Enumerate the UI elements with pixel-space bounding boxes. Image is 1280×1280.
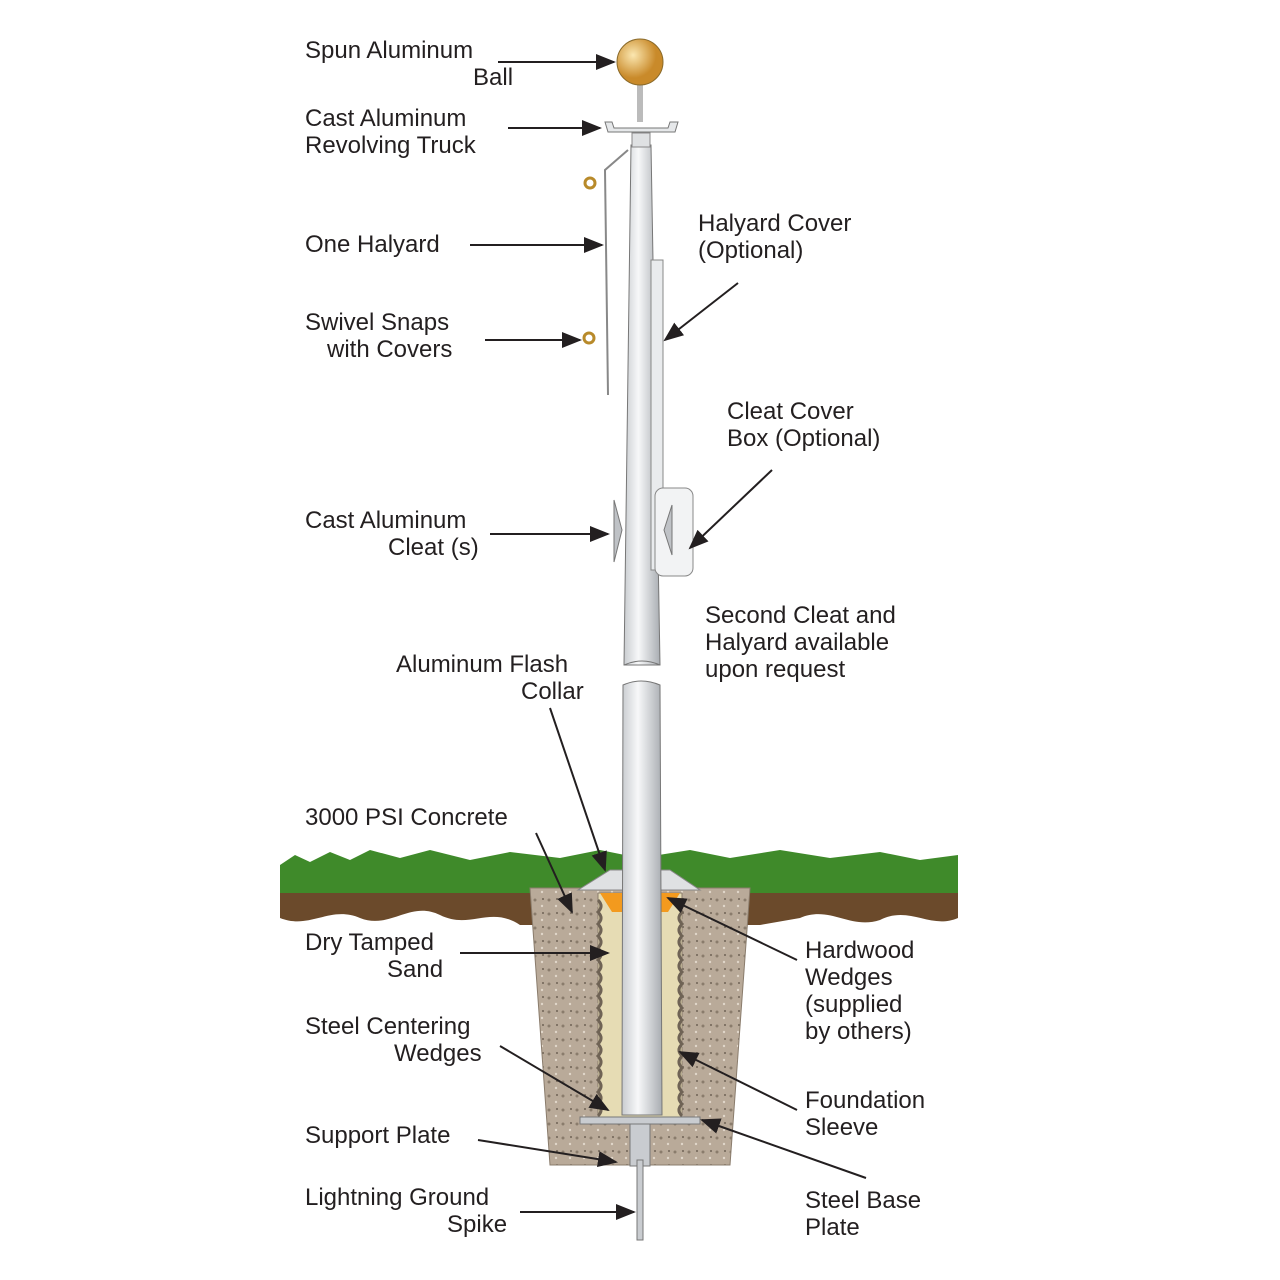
truck xyxy=(604,121,679,133)
halyard-rope xyxy=(603,149,629,396)
steel-base-plate xyxy=(579,1116,701,1125)
label-halyard-cover: Halyard Cover(Optional) xyxy=(698,210,851,264)
swivel-snap-top xyxy=(583,176,597,190)
ground-spike xyxy=(636,1159,644,1241)
ground xyxy=(280,850,958,1241)
spun-aluminum-ball xyxy=(616,38,664,86)
label-concrete: 3000 PSI Concrete xyxy=(305,804,508,831)
label-support: Support Plate xyxy=(305,1122,450,1149)
label-halyard: One Halyard xyxy=(305,231,440,258)
cleat-in-box xyxy=(663,504,673,556)
cleat xyxy=(613,499,623,563)
label-ball: Spun AluminumBall xyxy=(305,37,513,91)
sleeve-corrugation-right xyxy=(677,898,685,1118)
sleeve-corrugation-left xyxy=(595,898,603,1118)
cleat-cover-box xyxy=(654,487,694,577)
swivel-snap-bottom xyxy=(582,331,596,345)
pole xyxy=(582,38,694,1116)
